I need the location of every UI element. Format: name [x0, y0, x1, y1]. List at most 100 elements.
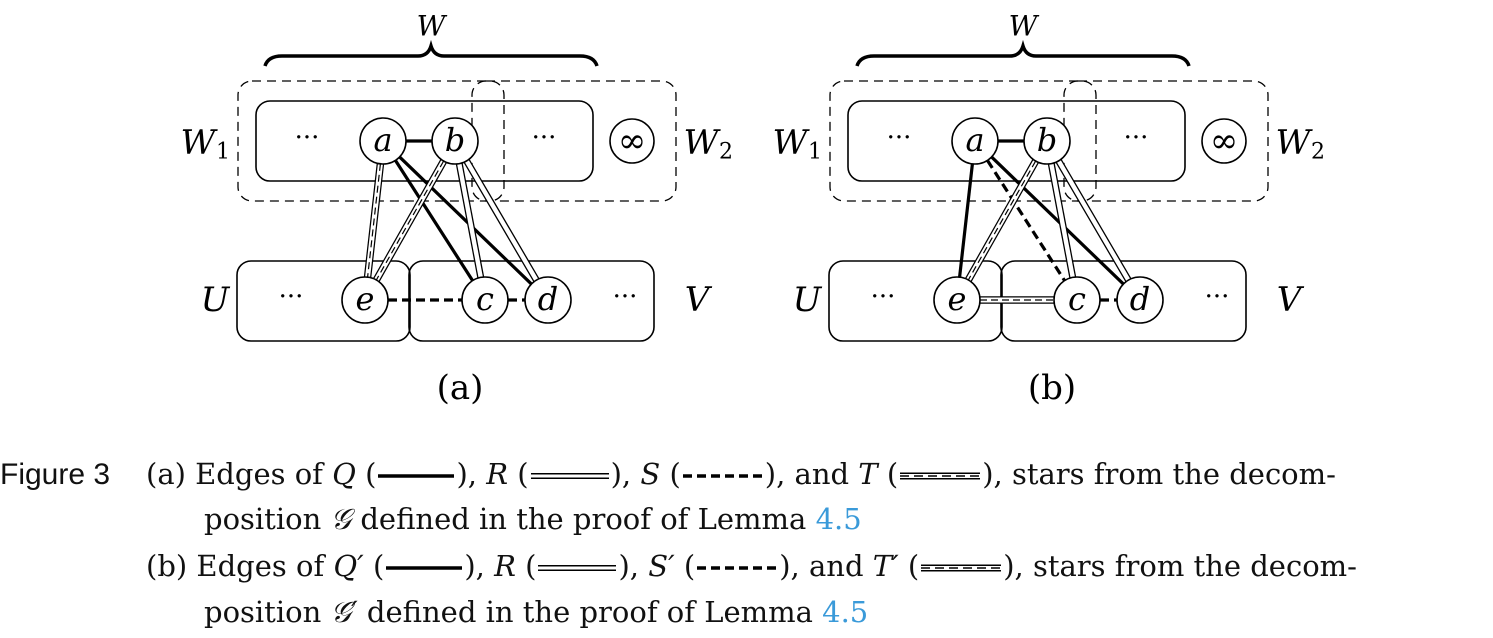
node-infinity: [609, 118, 655, 164]
node-b: [1023, 117, 1071, 165]
caption-text: ), stars from the decom-: [982, 457, 1336, 491]
caption-text: (: [363, 549, 385, 583]
legend-sample-double-dashed: [900, 472, 981, 480]
node-c: [1053, 276, 1101, 324]
panel-label-a: (a): [437, 368, 484, 408]
edge-a-c: [394, 159, 474, 282]
symbol-Q-prime: Q′: [333, 549, 364, 583]
edge-stroke: [394, 159, 474, 282]
label-W2: W: [1276, 123, 1314, 163]
edge-stroke: [957, 163, 975, 278]
node-e: [933, 276, 981, 324]
node-e-label: e: [948, 280, 967, 318]
legend-sample-dashed: [682, 474, 763, 478]
edge-b-e: [965, 159, 1039, 282]
symbol-R: R: [486, 457, 509, 491]
figure-label: Figure 3: [0, 458, 111, 491]
node-c-label: c: [476, 280, 494, 318]
label-U: U: [793, 280, 823, 320]
lemma-link[interactable]: 4.5: [815, 502, 862, 536]
caption-text: ),: [456, 457, 487, 491]
caption-text: Edges of: [195, 457, 333, 491]
edge-dash: [375, 160, 445, 281]
label-W2-subscript: 2: [1311, 140, 1325, 165]
caption-b-line2: position 𝒢′ defined in the proof of Lemm…: [204, 589, 868, 635]
caption-b-line1: (b) Edges of Q′ (), R (), S′ (), and T′ …: [146, 543, 1357, 589]
node-infinity-label: ∞: [1210, 121, 1238, 161]
node-a: [951, 117, 999, 165]
caption-text: (: [508, 457, 529, 491]
caption-text: (: [898, 549, 920, 583]
label-V: V: [685, 280, 713, 320]
ellipsis-V: ···: [1205, 282, 1230, 312]
symbol-G-prime: 𝒢′: [330, 595, 358, 629]
symbol-T-prime: T′: [872, 549, 899, 583]
set-W1-box: [237, 80, 505, 202]
legend-sample-dashed: [697, 566, 778, 570]
label-W2-subscript: 2: [719, 140, 733, 165]
caption-text: ), and: [764, 457, 859, 491]
caption-text: (: [674, 549, 696, 583]
ellipsis-W1: ···: [295, 123, 320, 153]
caption-text: defined in the proof of Lemma: [357, 595, 823, 629]
caption-text: position: [204, 502, 331, 536]
node-c-label: c: [1068, 280, 1086, 318]
node-d: [1116, 276, 1164, 324]
edge-stroke: [986, 159, 1066, 282]
ellipsis-W2: ···: [1124, 123, 1149, 153]
label-U: U: [201, 280, 231, 320]
caption-a-line2: position 𝒢 defined in the proof of Lemma…: [204, 496, 862, 542]
caption-text: (: [660, 457, 681, 491]
caption-text: ),: [464, 549, 495, 583]
legend-sample-double-dashed: [921, 564, 1002, 572]
node-b-label: b: [1037, 121, 1057, 159]
caption-text: (: [515, 549, 537, 583]
label-W: W: [417, 10, 448, 43]
edge-b-d: [1055, 159, 1132, 282]
lemma-link[interactable]: 4.5: [822, 595, 869, 629]
edge-a-d: [990, 155, 1125, 286]
symbol-R: R: [494, 549, 516, 583]
ellipsis-W1: ···: [887, 123, 912, 153]
node-d: [524, 276, 572, 324]
label-W1: W: [773, 123, 811, 163]
legend-sample-solid: [378, 474, 455, 478]
edge-a-e: [363, 163, 385, 278]
figure-caption: Figure 3 (a) Edges of Q (), R (), S (), …: [0, 448, 1493, 638]
edge-gap: [457, 163, 483, 278]
edge-dash: [967, 160, 1037, 281]
node-a: [359, 117, 407, 165]
legend-sample-double: [538, 565, 617, 571]
brace-W: [263, 39, 599, 67]
edge-a-c: [986, 159, 1066, 282]
label-W1-subscript: 1: [808, 140, 822, 165]
node-c: [461, 276, 509, 324]
caption-text: ), stars from the decom-: [1003, 549, 1357, 583]
caption-text: ), and: [779, 549, 873, 583]
edge-stroke: [990, 155, 1125, 286]
edge-stroke: [398, 155, 533, 286]
caption-text: (: [877, 457, 899, 491]
edge-b-d: [463, 159, 540, 282]
label-W1: W: [181, 123, 219, 163]
ellipsis-V: ···: [613, 282, 638, 312]
set-W1-box: [829, 80, 1097, 202]
label-W1-subscript: 1: [216, 140, 230, 165]
edge-b-e: [373, 159, 447, 282]
ellipsis-U: ···: [871, 282, 896, 312]
caption-text: ),: [618, 549, 649, 583]
edge-dash: [366, 163, 382, 278]
edge-a-d: [398, 155, 533, 286]
node-a-label: a: [373, 121, 392, 159]
node-a-label: a: [965, 121, 984, 159]
node-e-label: e: [356, 280, 375, 318]
node-b-label: b: [445, 121, 465, 159]
caption-b-tag: (b): [146, 549, 188, 583]
label-V: V: [1277, 280, 1305, 320]
edge-b-c: [455, 162, 485, 279]
edge-gap: [1056, 159, 1131, 282]
label-W2: W: [684, 123, 722, 163]
